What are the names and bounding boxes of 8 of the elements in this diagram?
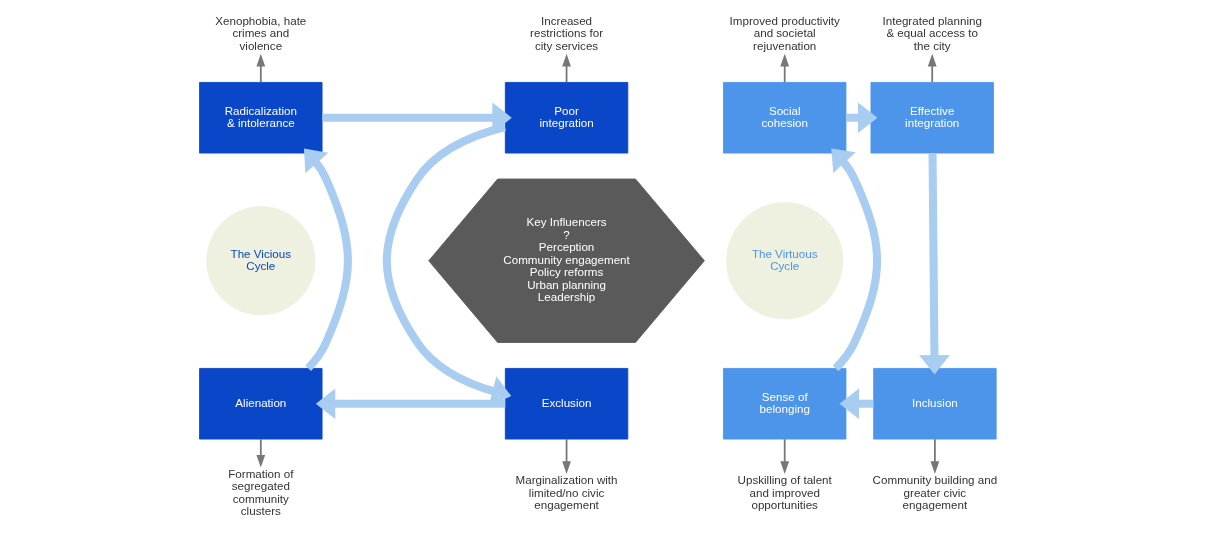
node-text: Upskilling of talent and improved opportunities	[737, 473, 832, 512]
node-text: Marginalization with limited/no civic engagement	[515, 473, 618, 512]
node-text: Increased restrictions for city services	[530, 13, 604, 52]
node-text: Improved productivity and societal rejuvenation	[729, 13, 840, 52]
node-text: Xenophobia, hate crimes and violence	[215, 13, 307, 52]
node-text: Formation of segregated community clusters	[228, 466, 294, 518]
node-text: Integrated planning & equal access to the city	[882, 13, 982, 52]
node-text: Community building and greater civic engagement	[872, 473, 998, 512]
